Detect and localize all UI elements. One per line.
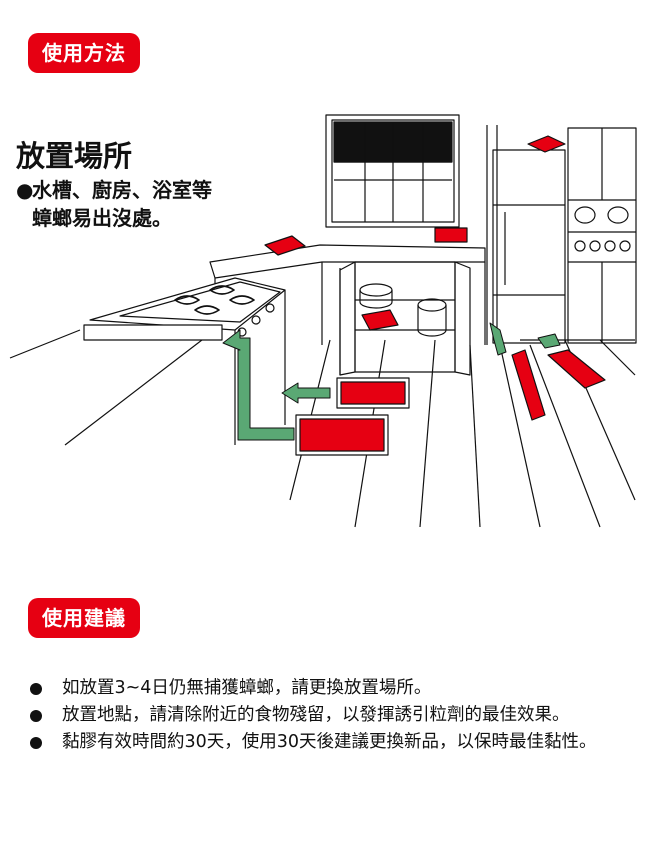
tip-text: 如放置3~4日仍無捕獲蟑螂，請更換放置場所。 [62, 678, 432, 698]
stove [83, 277, 286, 445]
kitchen-illustration [9, 114, 637, 528]
sink-cabinet [339, 261, 471, 376]
tip-item: 如放置3~4日仍無捕獲蟑螂，請更換放置場所。 [28, 675, 628, 702]
window [325, 114, 460, 228]
bullet-dot-icon [30, 710, 42, 722]
bullet-icon: ● [16, 178, 34, 202]
tips-list: 如放置3~4日仍無捕獲蟑螂，請更換放置場所。 放置地點，請清除附近的食物殘留，以… [28, 675, 628, 756]
tips-section-label: 使用建議 [28, 598, 140, 638]
direction-arrows [222, 322, 561, 441]
tip-text: 黏膠有效時間約30天，使用30天後建議更換新品，以保時最佳黏性。 [62, 732, 597, 752]
placement-line-2: 蟑螂易出沒處。 [32, 206, 172, 230]
placement-line-1: 水槽、廚房、浴室等 [32, 178, 212, 202]
bullet-dot-icon [30, 683, 42, 695]
bullet-dot-icon [30, 737, 42, 749]
tip-item: 放置地點，請清除附近的食物殘留，以發揮誘引粒劑的最佳效果。 [28, 702, 628, 729]
placement-title: 放置場所 [16, 139, 133, 173]
cupboard [567, 127, 637, 344]
usage-section-label: 使用方法 [28, 33, 140, 73]
tip-item: 黏膠有效時間約30天，使用30天後建議更換新品，以保時最佳黏性。 [28, 729, 628, 756]
trap-markers [264, 135, 606, 456]
tip-text: 放置地點，請清除附近的食物殘留，以發揮誘引粒劑的最佳效果。 [62, 705, 570, 725]
placement-locations: ●水槽、廚房、浴室等 蟑螂易出沒處。 [16, 176, 212, 232]
refrigerator [492, 149, 566, 344]
